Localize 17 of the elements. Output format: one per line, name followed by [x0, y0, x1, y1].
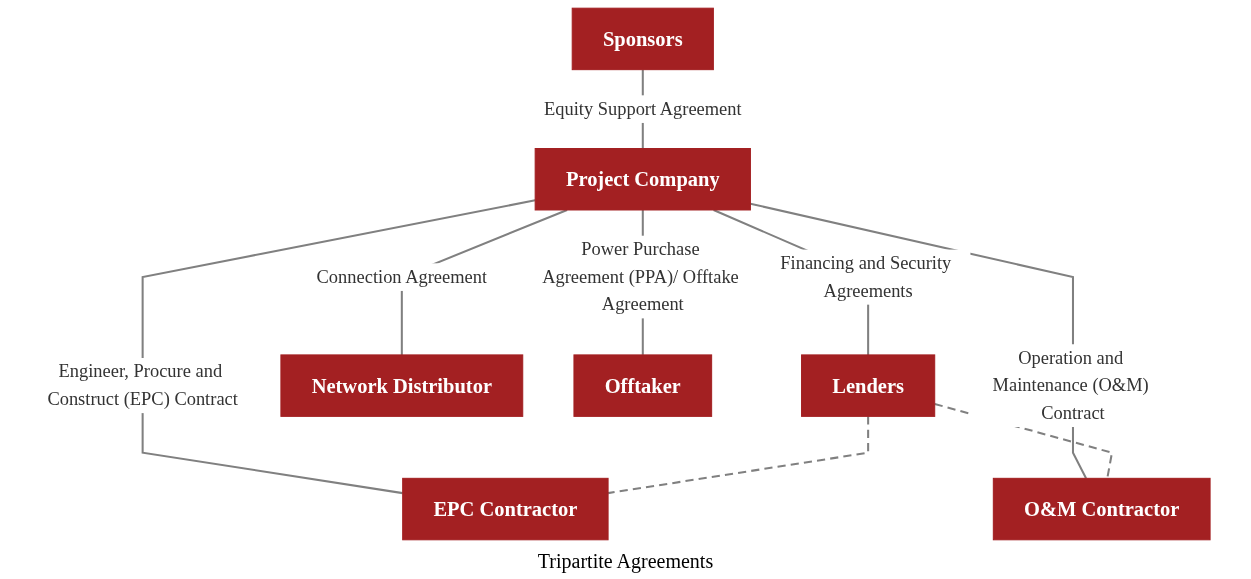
node-box: Network Distributor — [280, 354, 524, 417]
node-box: Sponsors — [572, 7, 715, 71]
connector — [141, 199, 536, 495]
node-box: Offtaker — [573, 354, 713, 417]
edge-label: Connection Agreement — [316, 266, 488, 287]
node-box: O&M Contractor — [993, 477, 1211, 541]
edge-label: Power Purchase Agreement (PPA)/ Offtake Agreement — [542, 238, 740, 315]
node-box: Lenders — [801, 354, 936, 417]
edge-label: Operation and Maintenance (O&M) Contract — [992, 347, 1150, 424]
connector — [750, 202, 1088, 479]
edge-label: Financing and Security Agreements — [780, 252, 952, 301]
agreement-note: Tripartite Agreements — [537, 550, 714, 572]
edge-label: Equity Support Agreement — [544, 98, 742, 119]
node-box: EPC Contractor — [402, 477, 609, 541]
edge-label: Engineer, Procure and Construct (EPC) Contract — [47, 361, 239, 410]
connector — [608, 416, 870, 495]
node-box: Project Company — [535, 148, 752, 211]
